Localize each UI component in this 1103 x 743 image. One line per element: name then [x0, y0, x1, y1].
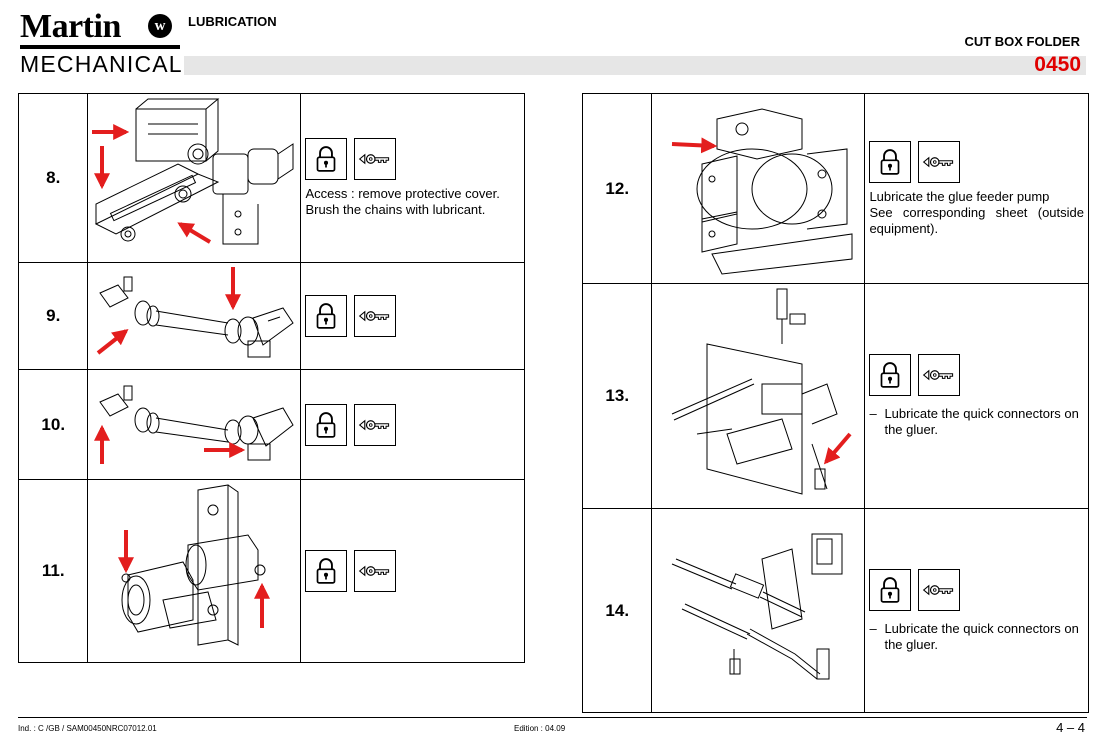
document-reference: Ind. : C /GB / SAM00450NRC07012.01	[18, 724, 157, 733]
step-number: 12.	[581, 93, 653, 284]
machine-name: CUT BOX FOLDER	[964, 34, 1080, 49]
right-lubrication-table: 12.	[581, 93, 1089, 713]
instruction-text: Lubricate the quick connectors on the gl…	[884, 406, 1079, 437]
logo-underline	[20, 45, 180, 49]
brand-logo-text: Martin	[20, 8, 121, 45]
instruction-item: – Lubricate the quick connectors on the …	[869, 621, 1084, 653]
hose-connector-drawing	[672, 533, 843, 680]
bearing-block-drawing	[118, 484, 271, 646]
brand-subtitle: MECHANICAL	[20, 51, 183, 77]
padlock-icon	[869, 140, 912, 183]
table-row: 12.	[581, 93, 1089, 284]
section-title: LUBRICATION	[188, 14, 277, 29]
instruction-item: – Lubricate the quick connectors on the …	[869, 406, 1084, 438]
step-13-illustration	[651, 283, 866, 509]
edition-label: Edition : 04.09	[514, 724, 566, 733]
step-number: 13.	[581, 283, 653, 509]
key-icon	[354, 550, 397, 592]
padlock-icon	[305, 550, 348, 592]
quick-connector-drawing	[672, 288, 852, 495]
step-number: 8.	[17, 93, 89, 263]
table-row: 8.	[17, 93, 525, 263]
padlock-icon	[305, 403, 348, 446]
chain-cover-drawing	[92, 98, 294, 245]
key-icon	[918, 354, 961, 396]
table-row: 9.	[17, 262, 525, 370]
instruction-text: Lubricate the quick connectors on the gl…	[884, 620, 1079, 652]
instruction-line: Lubricate the glue feeder pump	[869, 188, 1050, 204]
key-icon	[918, 568, 961, 611]
table-row: 11.	[17, 479, 525, 663]
step-12-illustration	[651, 93, 866, 284]
key-icon	[354, 295, 397, 337]
key-icon	[354, 138, 397, 180]
step-8-illustration	[87, 93, 302, 263]
step-11-illustration	[87, 479, 302, 663]
padlock-icon	[869, 568, 912, 611]
key-icon	[918, 140, 961, 183]
left-lubrication-table: 8.	[17, 93, 525, 663]
step-9-illustration	[87, 262, 302, 370]
glue-pump-drawing	[672, 108, 853, 275]
footer-divider	[18, 717, 1087, 718]
key-icon	[354, 403, 397, 446]
step-10-illustration	[87, 369, 302, 480]
instruction-line: See corresponding sheet (outside	[869, 204, 1084, 220]
step-number: 11.	[17, 479, 89, 663]
table-row: 13. –	[581, 283, 1089, 509]
page-number: 4 – 4	[1056, 720, 1085, 735]
drive-shaft-drawing	[94, 385, 295, 464]
padlock-icon	[305, 295, 348, 337]
step-number: 9.	[17, 262, 89, 370]
padlock-icon	[305, 138, 348, 180]
brand-logo-mark: w	[148, 14, 172, 38]
instruction-line: equipment).	[869, 220, 939, 236]
instruction-line: Brush the chains with lubricant.	[305, 202, 486, 217]
padlock-icon	[869, 354, 912, 396]
step-14-illustration	[651, 508, 866, 713]
step-number: 10.	[17, 369, 89, 480]
machine-code: 0450	[1034, 53, 1081, 76]
step-number: 14.	[581, 508, 653, 713]
header-band	[184, 56, 1086, 75]
drive-shaft-drawing	[97, 267, 295, 358]
table-row: 10.	[17, 369, 525, 480]
table-row: 14. –	[581, 508, 1089, 713]
instruction-line: Access : remove protective cover.	[305, 186, 500, 201]
